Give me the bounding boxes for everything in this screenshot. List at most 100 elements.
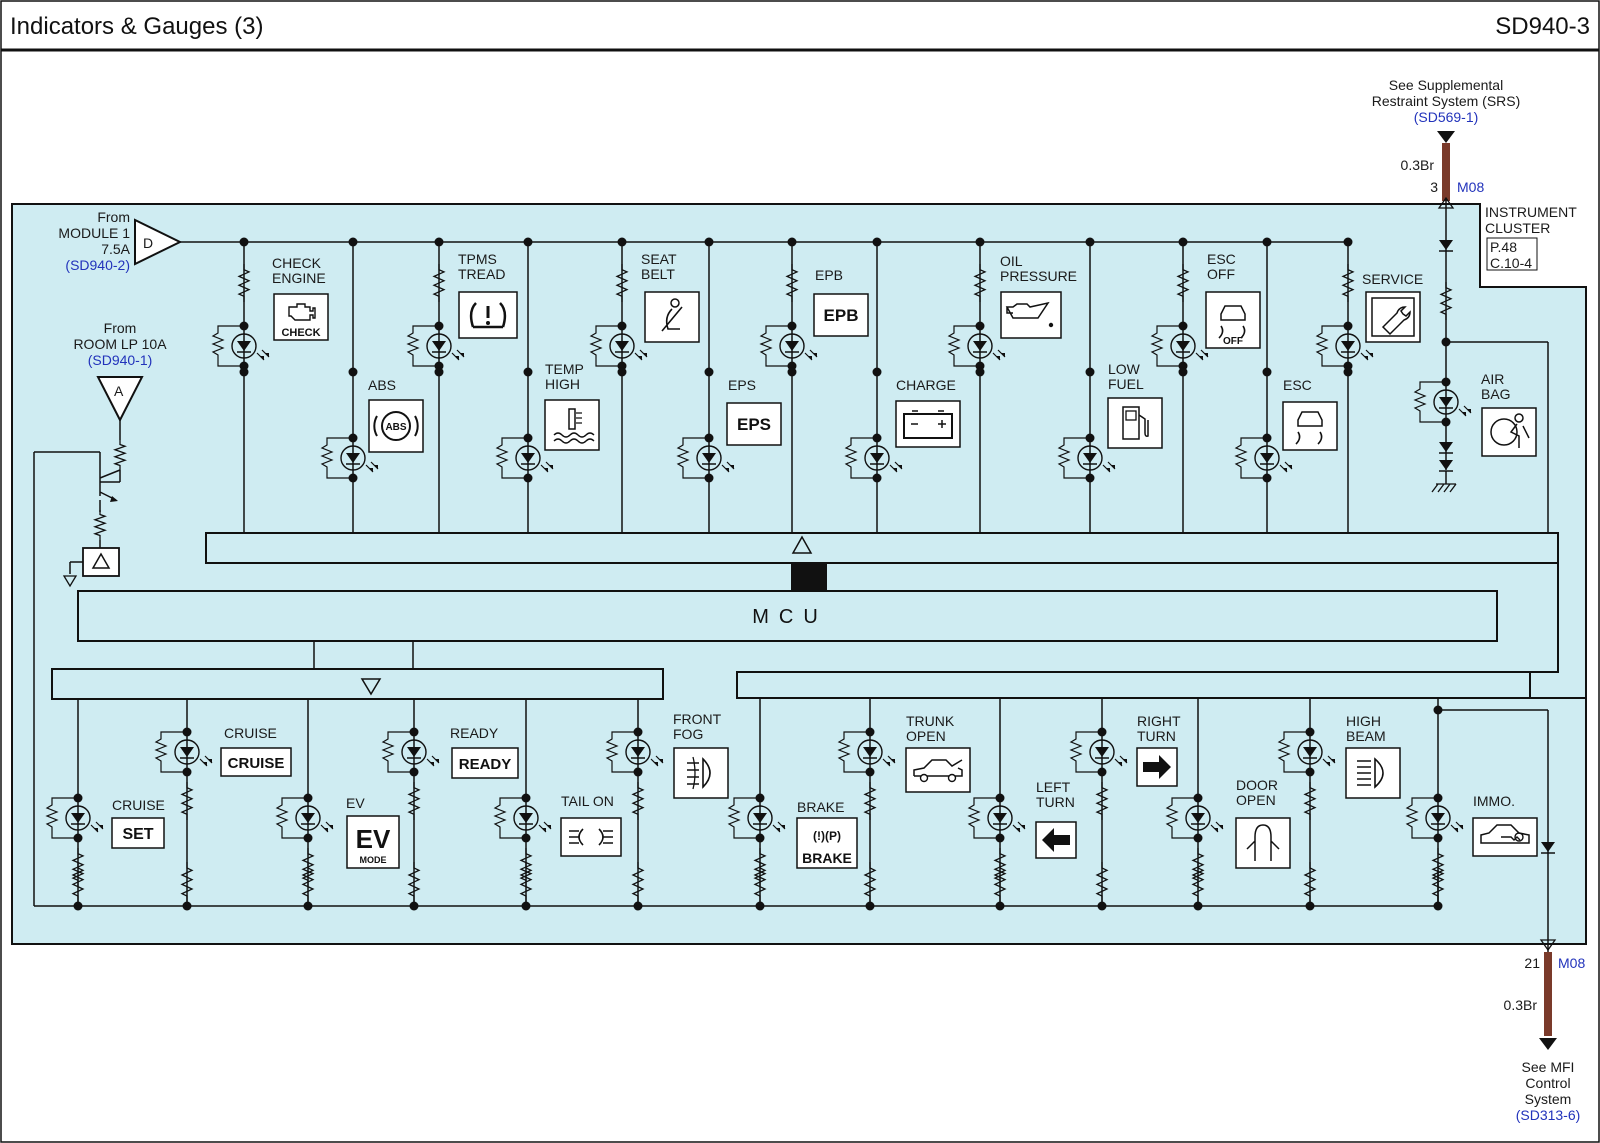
junction-dot	[865, 901, 875, 911]
connector-a-label: A	[114, 383, 124, 399]
led-indicator	[495, 437, 554, 479]
icon-text: READY	[459, 756, 512, 773]
led-triangle	[615, 341, 629, 351]
icon-frame	[726, 402, 782, 446]
led-triangle	[71, 813, 85, 823]
wheel	[947, 773, 957, 783]
icon-text: CHECK	[281, 327, 320, 339]
indicator-label: DOOR	[1236, 777, 1278, 793]
oil-can-icon	[1000, 291, 1062, 339]
led-indicator	[967, 797, 1026, 839]
oil-drop	[1048, 322, 1054, 328]
junction-dot	[73, 901, 83, 911]
junction-dot	[1343, 367, 1353, 377]
light-ray-heads	[1454, 825, 1463, 832]
junction-dot	[1441, 337, 1451, 347]
led-triangle	[1176, 341, 1190, 351]
junction-dot	[1085, 473, 1095, 483]
led-indicator	[1277, 731, 1336, 773]
resistor	[180, 782, 194, 820]
bypass-resistor	[1413, 381, 1446, 423]
bypass-resistor	[1234, 437, 1267, 479]
abs-ring	[381, 411, 411, 441]
led-indicator	[759, 325, 818, 367]
mcu-upper-bus	[205, 532, 1559, 564]
junction-dot	[872, 473, 882, 483]
indicator-label: BEAM	[1346, 728, 1386, 744]
junction-dot	[239, 367, 249, 377]
led-body	[231, 333, 257, 359]
connector-d-icon	[134, 218, 183, 266]
light-ray-heads	[886, 759, 895, 766]
led-body	[513, 805, 539, 831]
icon-text: EV	[356, 824, 391, 854]
indicator-label: SERVICE	[1362, 271, 1423, 287]
led-triangle	[407, 747, 421, 757]
head	[670, 298, 680, 308]
led-triangle	[1439, 397, 1453, 407]
junction-dot	[521, 901, 531, 911]
trunk-open-icon	[905, 747, 971, 793]
resistor	[407, 862, 421, 902]
light-ray-heads	[1283, 465, 1292, 472]
led-indicator	[406, 325, 465, 367]
led-body	[609, 333, 635, 359]
bypass-resistor	[495, 437, 528, 479]
cluster-label-line1: INSTRUMENT	[1485, 204, 1577, 220]
resistor	[631, 782, 645, 820]
led-indicator	[605, 731, 664, 773]
led-indicator	[1069, 731, 1128, 773]
mfi-label-line2: Control	[1525, 1075, 1570, 1091]
junction-dot	[1178, 237, 1188, 247]
resistor	[301, 862, 315, 902]
led-triangle	[863, 747, 877, 757]
diode-icon	[1439, 240, 1453, 250]
light-ray-heads	[1118, 759, 1127, 766]
junction-dot	[617, 321, 627, 331]
tail-lamp-icon	[560, 817, 622, 857]
indicator-label: FRONT	[673, 711, 722, 727]
light-ray-heads	[1106, 465, 1115, 472]
bypass-resistor	[759, 325, 792, 367]
temp-icon	[544, 399, 600, 451]
bypass-resistor	[45, 797, 78, 839]
srs-pin: 3	[1430, 179, 1438, 195]
fog-beams	[687, 762, 699, 785]
led-indicator	[1057, 437, 1116, 479]
light-ray-heads	[1214, 825, 1223, 832]
icon-frame	[673, 747, 729, 799]
led-indicator	[154, 731, 213, 773]
led-indicator	[589, 325, 648, 367]
fuel-pump-icon	[1107, 397, 1163, 449]
junction-dot	[303, 793, 313, 803]
led-indicator	[1413, 381, 1472, 423]
tpms-icon	[458, 291, 518, 339]
junction-dot	[409, 901, 419, 911]
indicator-label: HIGH	[1346, 713, 1381, 729]
led-triangle	[346, 453, 360, 463]
junction-dot	[633, 901, 643, 911]
junction-dot	[1085, 433, 1095, 443]
led-indicator	[493, 797, 552, 839]
immobilizer-icon	[1472, 817, 1538, 857]
led-triangle	[973, 341, 987, 351]
junction-dot	[755, 833, 765, 843]
diode-icon	[1439, 460, 1453, 470]
led-triangle	[301, 813, 315, 823]
head	[1514, 413, 1524, 423]
battery-terminals	[911, 410, 946, 428]
led-triangle	[1191, 813, 1205, 823]
light-ray-heads	[654, 759, 663, 766]
indicator-label: TPMS	[458, 251, 497, 267]
resistor	[973, 264, 987, 302]
junction-dot	[239, 321, 249, 331]
indicator-label: PRESSURE	[1000, 268, 1077, 284]
icon-frame	[905, 747, 971, 793]
epb-icon: EPB	[813, 293, 869, 337]
bypass-resistor	[406, 325, 439, 367]
diode-icon	[1439, 442, 1453, 452]
junction-dot	[303, 901, 313, 911]
mcu-box	[77, 590, 1498, 642]
bypass-resistor	[1057, 437, 1090, 479]
